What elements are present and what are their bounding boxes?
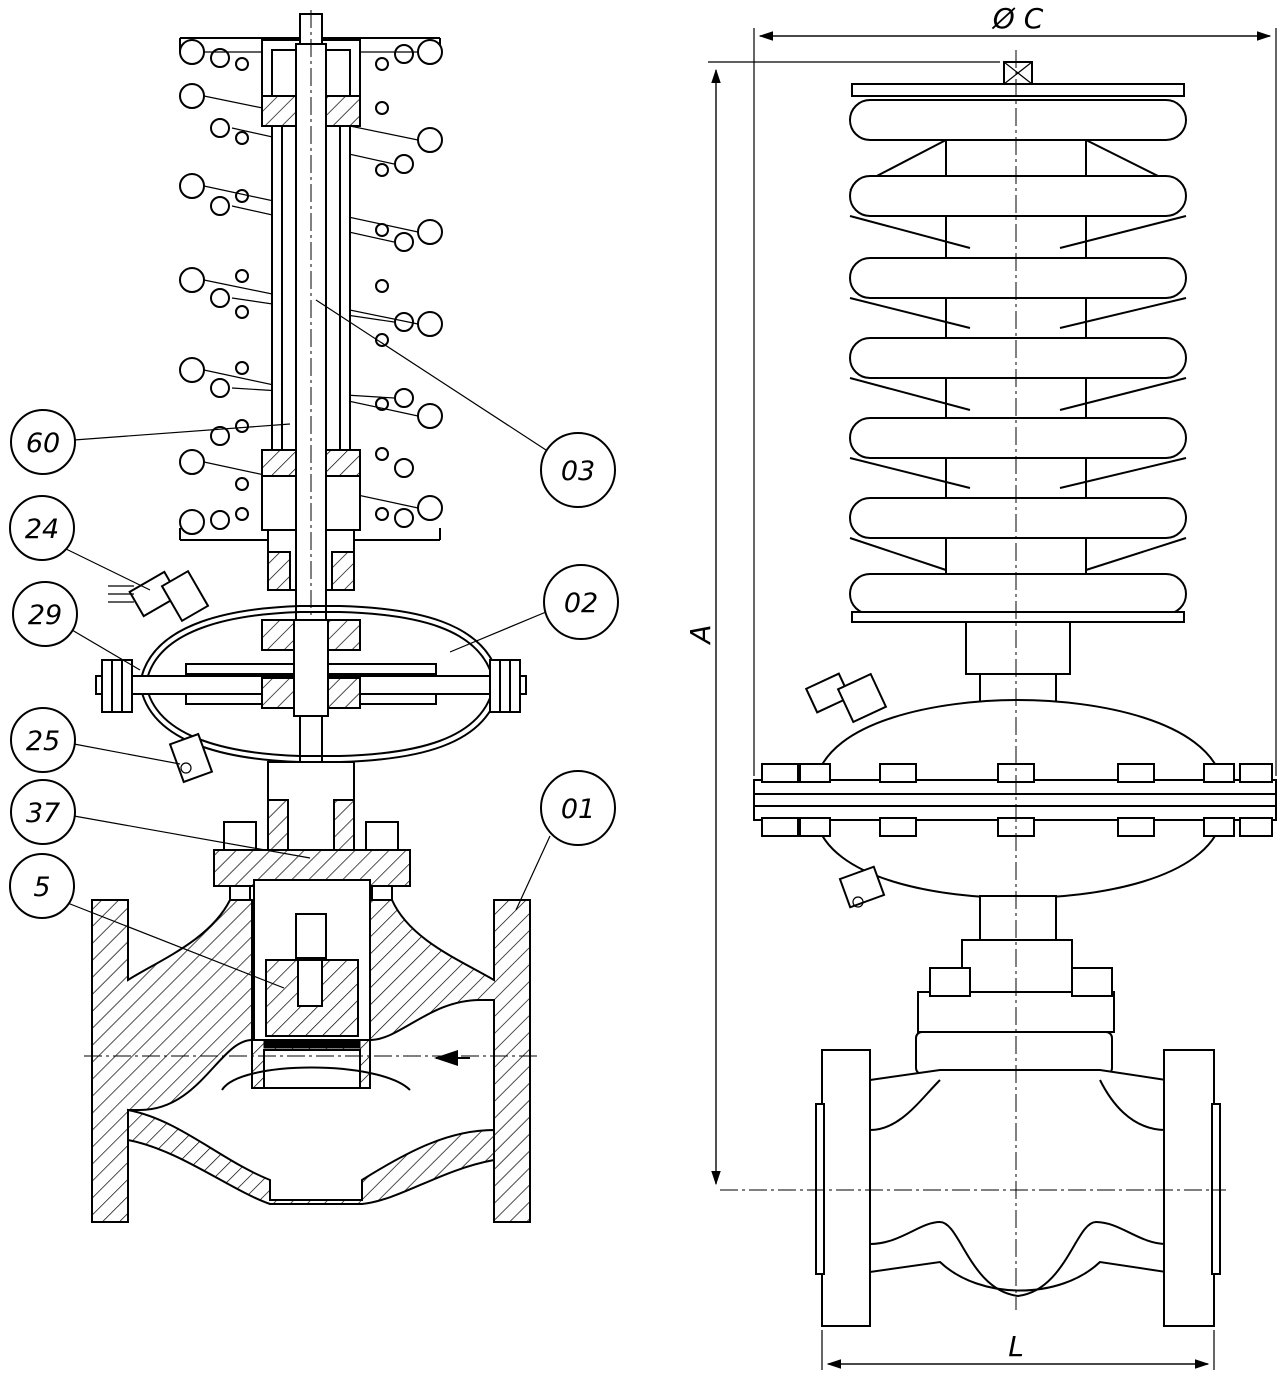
sectional-view: 60 03 24 29 02 — [9, 10, 619, 1223]
callout-label: 02 — [564, 588, 598, 619]
valve-plug — [251, 879, 371, 1089]
exterior-view — [720, 50, 1277, 1327]
dimension-height: A — [684, 61, 1000, 1186]
callout-label: 01 — [561, 794, 595, 825]
fitting-exterior-top — [804, 672, 888, 724]
dimensions: Ø C A L — [684, 2, 1277, 1370]
valve-body — [84, 899, 540, 1223]
height-label: A — [684, 624, 717, 645]
callout-02: 02 — [449, 564, 619, 653]
fitting-top — [108, 569, 210, 623]
callout-29: 29 — [12, 581, 141, 671]
callout-25: 25 — [10, 707, 181, 773]
fitting-exterior-bottom — [838, 865, 886, 909]
callout-label: 03 — [561, 456, 595, 487]
callout-label: 37 — [26, 798, 60, 829]
callouts: 60 03 24 29 02 — [9, 299, 619, 989]
spring-exterior — [849, 99, 1187, 615]
diaphragm-housing — [95, 605, 527, 763]
callout-5: 5 — [9, 853, 285, 989]
callout-label: 25 — [26, 726, 60, 757]
callout-37: 37 — [10, 779, 311, 859]
callout-label: 5 — [33, 872, 50, 903]
callout-03: 03 — [315, 299, 616, 508]
diameter-label: Ø C — [992, 2, 1044, 35]
callout-label: 60 — [26, 428, 60, 459]
callout-label: 29 — [28, 600, 62, 631]
callout-label: 24 — [25, 514, 59, 545]
callout-24: 24 — [9, 495, 151, 591]
length-label: L — [1008, 1330, 1024, 1363]
callout-60: 60 — [10, 409, 291, 475]
flange-bolts — [761, 763, 1273, 837]
callout-01: 01 — [515, 770, 616, 911]
dimension-length: L — [821, 1330, 1215, 1370]
dimension-diameter: Ø C — [753, 2, 1277, 776]
